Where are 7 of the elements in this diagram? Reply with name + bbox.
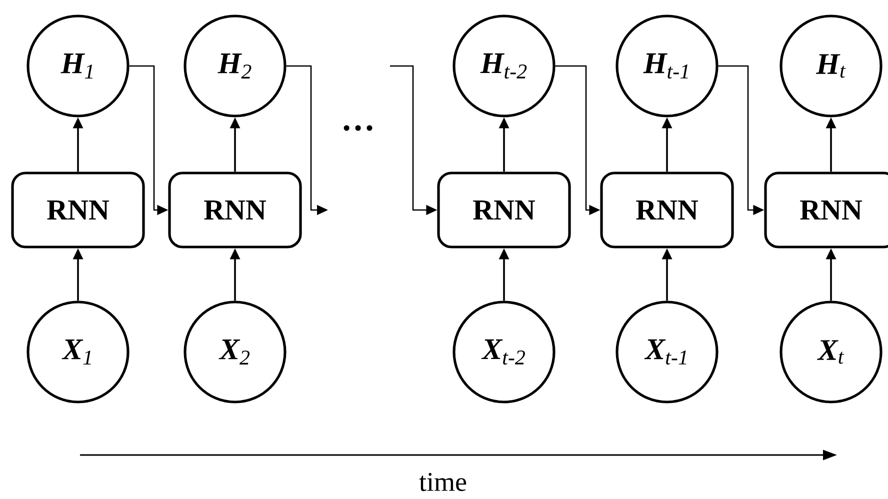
axis-label: time	[419, 472, 466, 492]
rnn-box: RNN	[600, 172, 734, 248]
rnn-box: RNN	[11, 172, 145, 248]
ellipsis: …	[344, 125, 372, 131]
rnn-box: RNN	[168, 172, 302, 248]
rnn-box: RNN	[764, 172, 888, 248]
rnn-box: RNN	[437, 172, 571, 248]
